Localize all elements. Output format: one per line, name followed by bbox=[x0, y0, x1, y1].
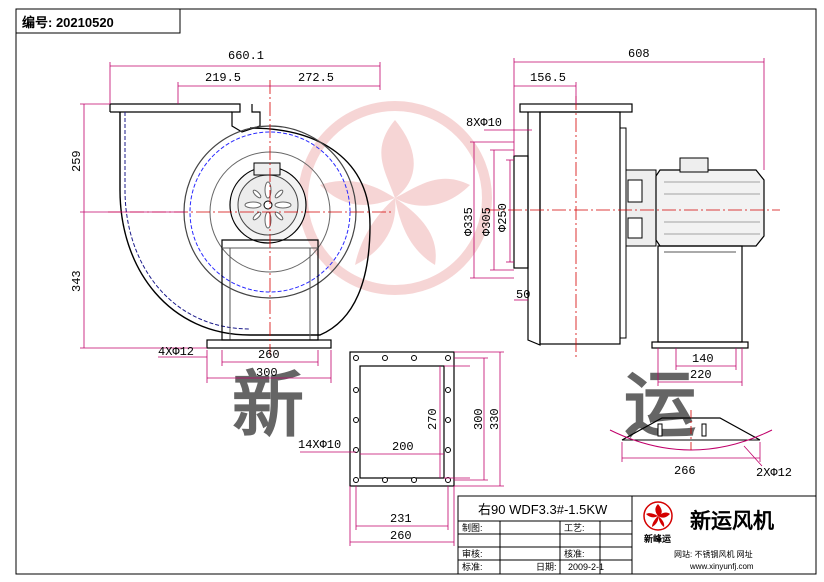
dim-outlet-holes: 14XΦ10 bbox=[298, 438, 341, 452]
label-process: 工艺: bbox=[564, 523, 585, 533]
outlet-flange-view bbox=[349, 351, 455, 487]
dim-side-total: 608 bbox=[628, 47, 650, 61]
dim-side-flange: 50 bbox=[516, 288, 530, 302]
dim-front-base-inner: 260 bbox=[258, 348, 280, 362]
label-approve: 核准: bbox=[564, 548, 585, 559]
dim-outlet-mid-h: 300 bbox=[472, 408, 486, 430]
drawing-frame bbox=[15, 8, 817, 575]
label-review: 审核: bbox=[462, 548, 483, 559]
front-dimensions bbox=[80, 62, 381, 383]
watermark-text: 新 运 bbox=[232, 366, 824, 446]
dim-side-d3: Φ250 bbox=[496, 203, 510, 232]
dim-front-holes: 4XΦ12 bbox=[158, 345, 194, 359]
company-logo bbox=[643, 501, 673, 531]
logo-text: 新峰运 bbox=[644, 533, 672, 544]
title-block bbox=[457, 495, 817, 575]
dim-side-d1: Φ335 bbox=[462, 207, 476, 236]
dim-base-width: 266 bbox=[674, 464, 696, 478]
watermark-logo bbox=[298, 101, 492, 295]
dim-left-width: 219.5 bbox=[205, 71, 241, 85]
website-label: 网站: 不锈钢风机 网址 bbox=[674, 549, 753, 559]
label-design: 制图: bbox=[462, 522, 483, 533]
website-url: www.xinyunfj.com bbox=[689, 562, 754, 571]
dim-outlet-mid-w: 231 bbox=[390, 512, 412, 526]
serial-number: 编号: 20210520 bbox=[22, 15, 114, 30]
dim-side-d2: Φ305 bbox=[480, 207, 494, 236]
dim-outlet-outer-h: 330 bbox=[488, 408, 502, 430]
drawing-date: 2009-2-1 bbox=[568, 562, 604, 572]
front-view bbox=[108, 80, 392, 355]
label-date: 日期: bbox=[536, 562, 557, 572]
company-name: 新运风机 bbox=[690, 509, 774, 533]
outlet-dimensions bbox=[300, 351, 504, 546]
dim-right-width: 272.5 bbox=[298, 71, 334, 85]
dim-outlet-outer-w: 260 bbox=[390, 529, 412, 543]
dim-outlet-inner-h: 270 bbox=[426, 408, 440, 430]
base-detail-view bbox=[609, 410, 773, 451]
dim-base-holes: 2XΦ12 bbox=[756, 466, 792, 480]
dim-outlet-inner-w: 200 bbox=[392, 440, 414, 454]
model-number: 右90 WDF3.3#-1.5KW bbox=[478, 502, 608, 517]
dim-side-base-inner: 140 bbox=[692, 352, 714, 366]
base-detail-dimensions bbox=[621, 442, 763, 467]
dim-side-inlet-offset: 156.5 bbox=[530, 71, 566, 85]
dim-lower-height: 343 bbox=[70, 270, 84, 292]
side-view bbox=[486, 96, 780, 360]
serial-box bbox=[15, 8, 181, 34]
side-dimensions bbox=[470, 58, 765, 386]
dim-side-base-outer: 220 bbox=[690, 368, 712, 382]
dim-side-bolts: 8XΦ10 bbox=[466, 116, 502, 130]
dim-total-width: 660.1 bbox=[228, 49, 264, 63]
label-standard: 标准: bbox=[462, 561, 483, 572]
dim-upper-height: 259 bbox=[70, 150, 84, 172]
dim-front-base-outer: 300 bbox=[256, 366, 278, 380]
